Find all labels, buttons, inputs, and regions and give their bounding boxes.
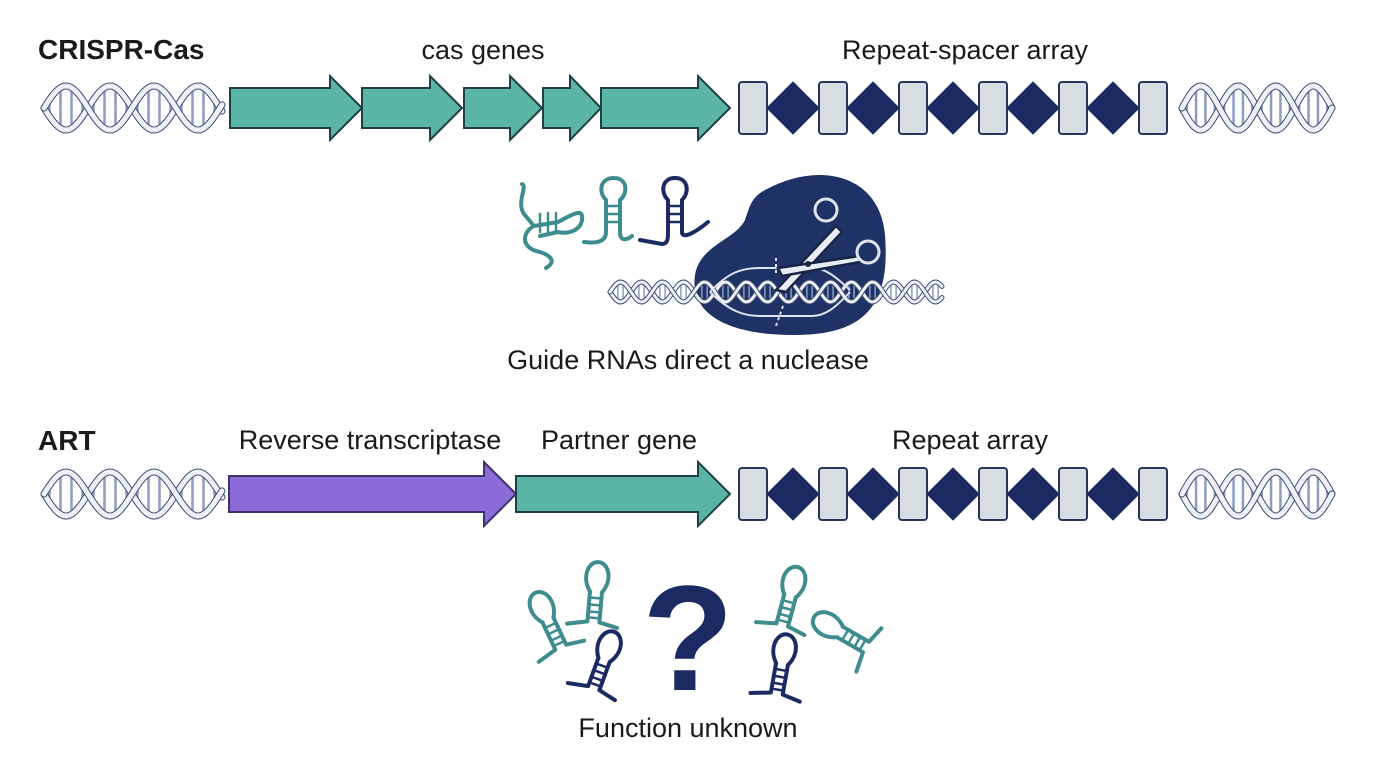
cas-gene-arrow-2 (361, 73, 464, 143)
art-system-label: ART (38, 425, 96, 456)
hairpin-rna-icon (565, 557, 625, 630)
spacer-diamond-icon (1006, 81, 1060, 135)
hairpin-rna-icon (748, 627, 813, 704)
repeat-spacer-array-label: Repeat-spacer array (841, 35, 1089, 65)
repeat-block-icon (738, 467, 768, 521)
crispr-system-label: CRISPR-Cas (38, 34, 205, 65)
reverse-transcriptase-arrow (228, 459, 518, 529)
dna-strand (41, 469, 225, 519)
spacer-diamond-icon (766, 467, 820, 521)
repeat-array (738, 467, 1168, 521)
repeat-block-icon (738, 81, 768, 135)
crispr-dna-left-icon (40, 82, 226, 134)
crispr-dna-right-icon (1178, 82, 1336, 134)
cas-gene-arrows (229, 73, 732, 143)
scissors-icon (773, 197, 881, 294)
repeat-block-icon (818, 467, 848, 521)
spacer-diamond-icon (846, 467, 900, 521)
spacer-diamond-icon (846, 81, 900, 135)
art-dna-right-icon (1178, 468, 1336, 520)
spacer-diamond-icon (1086, 467, 1140, 521)
dna-strand (608, 280, 944, 304)
dna-strand (41, 83, 225, 133)
hairpin-rna-icon (565, 620, 639, 703)
cas-gene-arrow-3 (463, 73, 544, 143)
repeat-spacer-array (738, 81, 1168, 135)
spacer-diamond-icon (1006, 467, 1060, 521)
guide-rna-icon (519, 176, 634, 270)
reverse-transcriptase-label: Reverse transcriptase (238, 425, 502, 455)
repeat-block-icon (818, 81, 848, 135)
repeat-block-icon (1138, 467, 1168, 521)
hairpin-rna-icon (799, 594, 884, 674)
cas-gene-arrow-1 (229, 73, 364, 143)
target-dna-icon (607, 279, 945, 305)
crispr-caption: Guide RNAs direct a nuclease (507, 345, 869, 375)
partner-gene-label: Partner gene (540, 425, 698, 455)
repeat-block-icon (978, 467, 1008, 521)
art-caption: Function unknown (578, 713, 798, 743)
spacer-diamond-icon (926, 467, 980, 521)
spacer-diamond-icon (766, 81, 820, 135)
cas-genes-label: cas genes (421, 35, 545, 65)
repeat-array-label: Repeat array (891, 425, 1049, 455)
dna-strand (1179, 469, 1335, 519)
repeat-block-icon (1058, 81, 1088, 135)
repeat-block-icon (978, 81, 1008, 135)
partner-gene-arrow (515, 459, 732, 529)
art-dna-left-icon (40, 468, 226, 520)
cas-gene-arrow-5 (600, 73, 732, 143)
repeat-block-icon (898, 81, 928, 135)
cas-gene-arrow-4 (542, 73, 603, 143)
repeat-block-icon (1058, 467, 1088, 521)
question-mark-icon: ? (642, 554, 734, 722)
dna-strand (1179, 83, 1335, 133)
spacer-diamond-icon (1086, 81, 1140, 135)
repeat-block-icon (898, 467, 928, 521)
repeat-block-icon (1138, 81, 1168, 135)
guide-rna-icon (638, 176, 710, 246)
spacer-diamond-icon (926, 81, 980, 135)
